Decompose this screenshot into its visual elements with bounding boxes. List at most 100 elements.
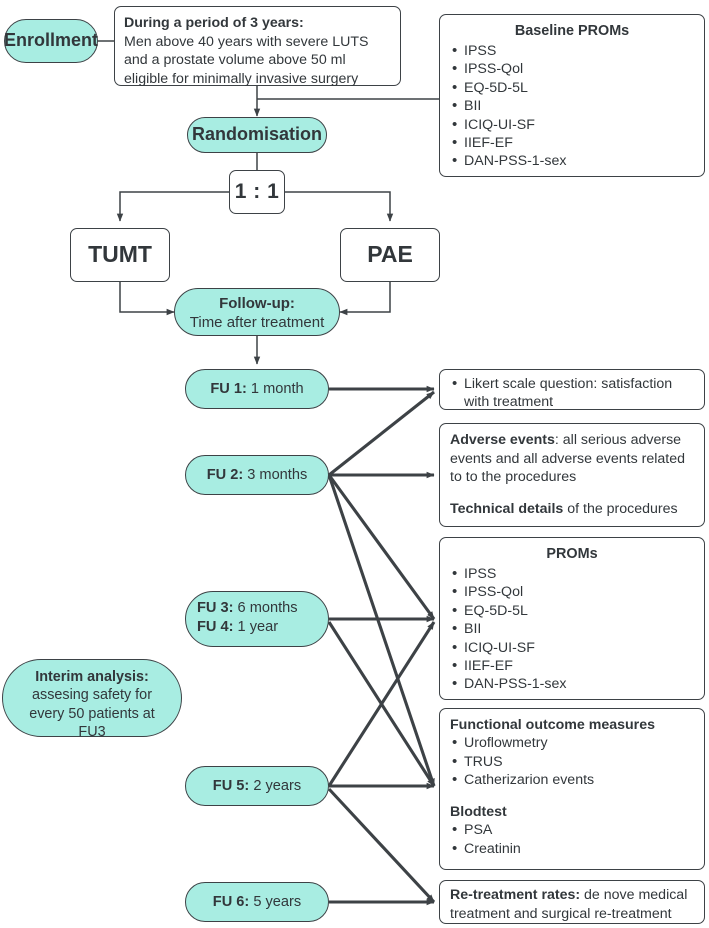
fu2-time: 3 months	[243, 466, 308, 483]
node-followup[interactable]: Follow-up: Time after treatment	[174, 288, 340, 336]
fu5-label: FU 5: 2 years	[213, 777, 301, 796]
edge-fu2-likert	[328, 390, 435, 477]
functional-title: Functional outcome measures	[450, 717, 655, 733]
list-item: ICIQ-UI-SF	[450, 638, 694, 658]
list-item: DAN-PSS-1-sex	[450, 151, 694, 171]
list-item: DAN-PSS-1-sex	[450, 674, 694, 694]
blodtest-title: Blodtest	[450, 803, 507, 820]
edge-fu2-functional	[327, 474, 436, 787]
fu6-time: 5 years	[249, 893, 302, 910]
followup-line-2: Time after treatment	[189, 314, 325, 332]
functional-list: Uroflowmetry TRUS Catherizarion events	[450, 733, 694, 790]
list-item: PSA	[450, 820, 694, 840]
baseline-proms-list: IPSS IPSS-Qol EQ-5D-5L BII ICIQ-UI-SF II…	[450, 41, 694, 172]
list-item: IIEF-EF	[450, 133, 694, 153]
node-randomisation[interactable]: Randomisation	[187, 117, 327, 153]
fu4-label: FU 4: 1 year	[197, 618, 328, 637]
retreatment-text: Re-treatment rates: de nove medical trea…	[450, 886, 694, 923]
edge-tumt-followup	[119, 282, 175, 316]
likert-list: Likert scale question: satisfaction with…	[450, 374, 694, 412]
fu3-code: FU 3:	[197, 600, 234, 616]
fu3-label: FU 3: 6 months	[197, 599, 328, 618]
retreatment-body: de nove medical treatment and surgical r…	[450, 887, 688, 922]
list-item: IPSS	[450, 564, 694, 584]
inclusion-line-3: eligible for minimally invasive surgery	[124, 71, 359, 88]
list-item: IIEF-EF	[450, 656, 694, 676]
fu2-code: FU 2:	[206, 466, 244, 483]
interim-line-2: assesing safety for	[32, 687, 152, 704]
allocation-ratio-label: 1 : 1	[234, 179, 280, 203]
edge-fu34-functional	[327, 621, 436, 787]
interim-line-1: Interim analysis:	[35, 669, 149, 685]
node-inclusion-criteria[interactable]: During a period of 3 years: Men above 40…	[114, 6, 401, 88]
tumt-label: TUMT	[88, 241, 152, 268]
technical-details-text: Technical details of the procedures	[450, 500, 694, 519]
adverse-events-text: Adverse events: all serious adverse even…	[450, 431, 694, 487]
fu1-code: FU 1:	[210, 380, 247, 397]
node-fu5[interactable]: FU 5: 2 years	[185, 766, 329, 806]
fu1-time: 1 month	[246, 380, 304, 397]
fu2-label: FU 2: 3 months	[207, 466, 308, 485]
inclusion-line-2: and a prostate volume above 50 ml	[124, 52, 346, 69]
blodtest-list: PSA Creatinin	[450, 820, 694, 859]
technical-details-lead: Technical details	[450, 501, 564, 518]
baseline-proms-title: Baseline PROMs	[514, 23, 630, 39]
edge-ratio-tumt	[116, 191, 229, 222]
fu1-label: FU 1: 1 month	[210, 380, 303, 399]
node-fu3-fu4[interactable]: FU 3: 6 months FU 4: 1 year	[185, 591, 329, 647]
adverse-spacer	[450, 487, 694, 500]
randomisation-label: Randomisation	[191, 124, 322, 145]
list-item: EQ-5D-5L	[450, 78, 694, 98]
list-item: ICIQ-UI-SF	[450, 115, 694, 135]
list-item: Creatinin	[450, 839, 694, 859]
edge-fu5-proms	[327, 621, 436, 787]
edge-fu5-retreatment	[327, 787, 436, 904]
pae-label: PAE	[367, 241, 413, 268]
panel-functional-outcomes[interactable]: Functional outcome measures Uroflowmetry…	[439, 708, 705, 870]
fu5-code: FU 5:	[212, 777, 250, 794]
fu5-time: 2 years	[249, 777, 302, 794]
inclusion-heading: During a period of 3 years:	[124, 15, 304, 31]
edge-pae-followup	[339, 282, 391, 316]
list-item: EQ-5D-5L	[450, 601, 694, 621]
panel-proms[interactable]: PROMs IPSS IPSS-Qol EQ-5D-5L BII ICIQ-UI…	[439, 537, 705, 700]
list-item: TRUS	[450, 752, 694, 772]
list-item: BII	[450, 619, 694, 639]
adverse-events-body: : all serious adverse events and all adv…	[450, 432, 686, 486]
node-allocation-ratio[interactable]: 1 : 1	[229, 170, 285, 214]
edge-ratio-pae	[285, 191, 394, 222]
list-item: IPSS	[450, 41, 694, 61]
node-fu1[interactable]: FU 1: 1 month	[185, 369, 329, 409]
functional-spacer	[450, 790, 694, 803]
fu4-code: FU 4:	[197, 618, 234, 635]
panel-adverse-events[interactable]: Adverse events: all serious adverse even…	[439, 423, 705, 527]
node-fu6[interactable]: FU 6: 5 years	[185, 882, 329, 922]
fu6-code: FU 6:	[212, 893, 250, 910]
panel-retreatment[interactable]: Re-treatment rates: de nove medical trea…	[439, 880, 705, 924]
list-item: Likert scale question: satisfaction with…	[450, 374, 694, 412]
interim-line-3: every 50 patients at	[29, 705, 155, 722]
proms-list: IPSS IPSS-Qol EQ-5D-5L BII ICIQ-UI-SF II…	[450, 564, 694, 695]
node-interim-analysis[interactable]: Interim analysis: assesing safety for ev…	[2, 659, 182, 740]
retreatment-lead: Re-treatment rates:	[450, 887, 581, 903]
node-arm-tumt[interactable]: TUMT	[70, 228, 170, 282]
node-arm-pae[interactable]: PAE	[340, 228, 440, 282]
panel-likert[interactable]: Likert scale question: satisfaction with…	[439, 369, 705, 410]
enrollment-label: Enrollment	[4, 30, 99, 51]
technical-details-body: of the procedures	[563, 501, 678, 518]
list-item: Uroflowmetry	[450, 733, 694, 753]
interim-line-4: FU3	[78, 724, 106, 741]
list-item: Catherizarion events	[450, 770, 694, 790]
fu4-time: 1 year	[233, 618, 279, 635]
fu6-label: FU 6: 5 years	[213, 893, 301, 912]
list-item: IPSS-Qol	[450, 582, 694, 602]
node-fu2[interactable]: FU 2: 3 months	[185, 455, 329, 495]
adverse-events-lead: Adverse events	[450, 432, 555, 448]
proms-title: PROMs	[546, 546, 598, 562]
panel-baseline-proms[interactable]: Baseline PROMs IPSS IPSS-Qol EQ-5D-5L BI…	[439, 14, 705, 177]
node-enrollment[interactable]: Enrollment	[4, 19, 98, 63]
followup-line-1: Follow-up:	[219, 295, 295, 312]
edge-fu2-proms	[327, 474, 436, 620]
list-item: BII	[450, 96, 694, 116]
